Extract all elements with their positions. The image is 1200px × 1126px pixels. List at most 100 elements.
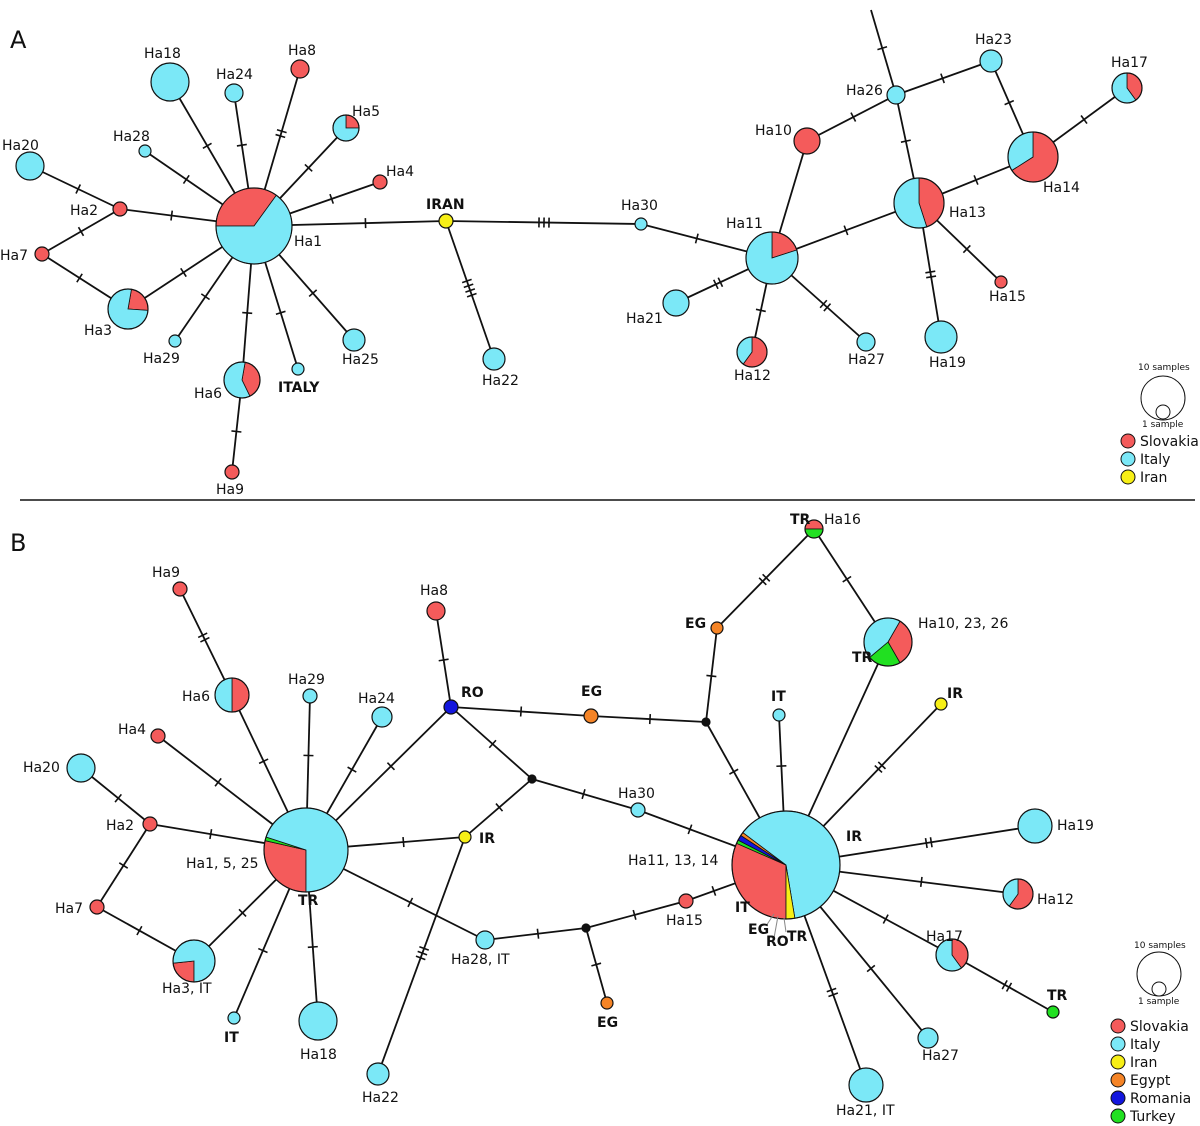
mutation-tick-b-37-1 [1005,982,1013,992]
haplotype-node-a-ha12 [736,336,768,368]
haplotype-node-a-ha9 [224,464,240,480]
mutation-tick-a-28-0 [900,139,911,143]
node-label-b-h11: Ha11, 13, 14 [628,853,718,869]
slice-label-b-5: TR [787,929,808,945]
haplotype-node-b-ha24 [371,706,393,728]
node-label-a-ha12: Ha12 [734,368,771,384]
node-label-b-ha3: Ha3, IT [162,981,212,997]
mutation-tick-b-9-0 [347,766,357,773]
node-label-a-italy: ITALY [278,380,320,396]
node-circle-a-ha21 [662,289,690,317]
node-label-a-ha25: Ha25 [342,352,379,368]
haplotype-node-a-ha24 [224,83,244,103]
mutation-tick-b-38-0 [866,964,876,973]
mutation-tick-a-22-1 [823,303,832,312]
node-circle-a-ha8 [290,59,310,79]
node-label-b-itr: IT [771,689,786,705]
node-label-a-ha17: Ha17 [1111,55,1148,71]
node-label-a-ha15: Ha15 [989,289,1026,305]
node-circle-b-ha19 [1017,808,1053,844]
node-outline-b-h1 [263,807,349,893]
edge-b-ha6-ha9 [179,588,233,696]
mutation-tick-a-6-0 [202,142,212,150]
mutation-tick-b-36-0 [882,914,889,924]
haplotype-node-b-tr16 [804,519,824,539]
node-label-a-ha6: Ha6 [194,386,222,402]
haplotype-node-b-h11 [731,810,841,920]
slice-label-b-4: RO [766,934,789,950]
haplotype-node-b-ha17 [935,938,969,972]
haplotype-node-b-ha3 [172,939,216,983]
node-outline-a-ha14 [1007,131,1059,183]
slice-label-b-1: IR [846,829,862,845]
haplotype-node-b-ro [443,699,459,715]
haplotype-node-b-ha9 [172,581,188,597]
node-circle-a-iran [438,213,454,229]
node-circle-b-m2 [527,774,537,784]
haplotype-node-b-ha4 [150,728,166,744]
node-outline-b-ha17 [935,938,969,972]
haplotype-node-b-ha30 [630,802,646,818]
mutation-tick-a-22-0 [819,299,828,309]
node-label-a-ha21: Ha21 [626,311,663,327]
node-circle-a-ha28 [138,144,152,158]
panel-label-a: A [10,26,27,54]
haplotype-node-a-ha11 [745,231,799,285]
node-label-a-ha13: Ha13 [949,205,986,221]
legend-b-swatch-iran [1110,1054,1126,1070]
haplotype-node-a-ha18 [150,62,190,102]
node-label-a-ha26: Ha26 [846,83,883,99]
node-circle-a-italy [291,362,305,376]
node-outline-b-tr16 [804,519,824,539]
node-circle-a-ha23 [979,49,1003,73]
node-circle-a-ha20 [15,151,45,181]
legend-b-label-italy: Italy [1130,1037,1160,1053]
edge-b-ha17-trr [951,954,1054,1013]
mutation-tick-b-21-0 [488,739,497,749]
node-outline-a-ha3 [107,288,149,330]
haplotype-node-b-ha18 [298,1001,338,1041]
node-label-b-ha20: Ha20 [23,760,60,776]
mutation-tick-a-15-0 [308,289,318,298]
mutation-tick-a-0-0 [170,210,174,221]
node-outline-b-h11 [731,810,841,920]
legend-a: 10 samples 1 sample Slovakia Italy Iran [1120,363,1199,486]
haplotype-node-a-ha29 [168,334,182,348]
node-circle-b-egt [710,621,724,635]
pie-slice-b-ha6-slovakia [231,677,250,713]
mutation-tick-b-30-0 [632,909,637,920]
mutation-tick-b-10-0 [257,947,268,954]
haplotype-node-a-iran [438,213,454,229]
legend-b-label-turkey: Turkey [1129,1109,1176,1125]
mutation-tick-a-31-0 [1080,115,1088,125]
node-label-a-ha2: Ha2 [70,203,98,219]
haplotype-node-b-ha20 [66,753,96,783]
legend-b-ten-label: 10 samples [1134,941,1186,951]
node-label-b-irr: IR [947,686,963,702]
edge-b-m3-ha15 [585,900,687,929]
mutation-tick-a-4-0 [180,267,187,278]
mutation-tick-a-21-0 [755,308,766,313]
legend-a-ten-circle [1140,375,1186,421]
node-circle-b-ha15 [678,893,694,909]
node-circle-b-ha24 [371,706,393,728]
node-label-a-ha29: Ha29 [143,351,180,367]
node-circle-b-ro [443,699,459,715]
haplotype-node-a-ha20 [15,151,45,181]
mutation-tick-b-27-0 [407,897,414,908]
slice-leader-b-5 [783,917,787,933]
mutation-tick-b-33-1 [877,761,887,770]
node-circle-b-m1 [701,717,711,727]
haplotype-node-b-ha27 [917,1027,939,1049]
haplotype-node-b-ha15 [678,893,694,909]
node-label-a-ha5: Ha5 [352,104,380,120]
haplotype-node-a-italy [291,362,305,376]
node-label-a-ha30: Ha30 [621,198,658,214]
mutation-tick-a-17-0 [461,278,472,284]
mutation-tick-b-37-0 [1001,979,1008,990]
mutation-tick-a-11-0 [200,293,211,301]
haplotype-node-b-ha6 [214,677,250,713]
haplotype-node-a-ha14 [1007,131,1059,183]
node-label-b-ha19: Ha19 [1057,818,1094,834]
mutation-tick-a-20-1 [713,279,719,290]
